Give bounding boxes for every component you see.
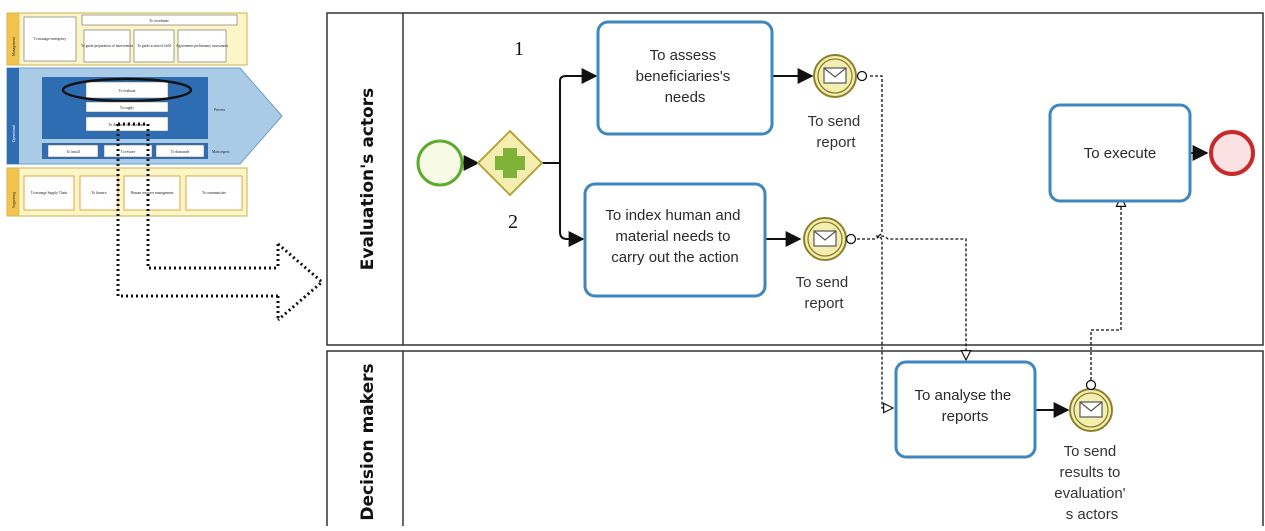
sequence-flows [463,68,1209,418]
flow-gateway-to-assess [541,68,598,164]
mini-label-supporting: Supporting [12,192,16,208]
mini-mgmt-left-box: To manage emergency [34,37,67,41]
svg-text:To send report: To send report [796,274,853,312]
task-execute[interactable]: To execute [1048,103,1192,203]
lane-label-decision-makers: Decision makers [358,363,378,520]
message-flow-send3-to-execute [1090,197,1121,385]
task-assess-line-1: To assess [650,47,717,64]
envelope-icon [813,230,837,247]
task-index-line-2: material needs to [615,228,730,245]
mini-op-bottom-dismantle: To dismantle [171,150,190,154]
task-analyse-line-1: To analyse the [915,387,1012,404]
message-flow-send1-to-analyse [870,75,893,408]
mini-supporting-band: Supporting To manage Supply Chain To fin… [6,167,248,217]
mini-sup-box-4: To communicate [202,191,226,195]
flow-gateway-to-index [559,163,585,247]
task-analyse-reports[interactable]: To analyse the reports [894,360,1037,459]
mini-mgmt-header: To coordinate [149,19,169,23]
lane-decision-makers [326,350,1264,531]
mini-process-map: Management To manage emergency To coordi… [6,12,325,322]
event-send3-line-2: results to [1059,464,1120,481]
mini-mgmt-box-1: To guide preparation of intervention [81,44,133,48]
mini-label-operational: Operational [12,125,16,142]
envelope-icon [1079,401,1103,418]
event-send3-line-4: s actors [1066,506,1119,523]
lane-label-evaluation-actors: Evaluation's actors [358,88,378,270]
event-send2-line-1: To send [796,274,849,291]
mini-management-band: Management To manage emergency To coordi… [6,12,248,66]
mini-sup-box-2: To finance [91,191,107,195]
message-event-send-results[interactable]: To send results to evaluation' s actors [1054,379,1129,524]
mini-op-bottom-restore: To restore [121,150,136,154]
message-flow-send2-to-analyse [857,235,966,360]
mini-op-box-evaluate: To evaluate [119,89,136,93]
mini-operational-band: Operational To evaluate To supply To dis… [6,67,283,165]
task-analyse-line-2: reports [942,408,989,425]
mini-sup-box-1: To manage Supply Chain [31,191,68,195]
mini-label-management: Management [12,37,16,56]
svg-text:To index human and mater: To index human and material needs to car… [605,207,744,266]
event-send3-line-3: evaluation' [1054,485,1125,502]
message-event-send-report-1[interactable]: To send report [808,54,868,151]
mini-op-bottom-install: To install [66,150,79,154]
event-send2-line-2: report [804,295,844,312]
mini-op-box-dispatch: To dispatch the assistance [108,123,146,127]
task-index-line-3: carry out the action [611,249,739,266]
mini-op-right-label-1: Process [214,108,226,112]
mini-highlight-ellipse [61,77,193,103]
task-assess-needs[interactable]: To assess beneficiaries's needs [596,20,774,136]
task-assess-line-3: needs [665,89,706,106]
message-event-send-report-2[interactable]: To send report [796,217,857,312]
message-flows [857,75,1121,408]
end-event[interactable] [1209,130,1255,176]
start-event[interactable] [416,139,464,187]
task-execute-label: To execute [1084,145,1157,162]
task-assess-line-2: beneficiaries's [636,68,731,85]
parallel-gateway[interactable] [476,129,544,197]
task-index-needs[interactable]: To index human and material needs to car… [583,182,767,298]
mini-mgmt-box-3: Agreements preliminary assessment [176,44,228,48]
mini-op-box-supply: To supply [120,106,134,110]
pool: Evaluation's actors Decision makers [326,12,1264,531]
svg-text:To analyse the reports: To analyse the reports [915,387,1016,425]
mini-to-detail-arrow [116,122,325,322]
event-send1-line-2: report [816,134,856,151]
start-event-circle[interactable] [416,139,464,187]
task-index-line-1: To index human and [605,207,740,224]
mini-sup-box-3: Human resource management [131,191,174,195]
mini-op-right-label-2: Main aspect [212,150,229,154]
branch-label-1: 1 [514,38,524,60]
event-send1-line-1: To send [808,113,861,130]
plus-icon [495,148,525,178]
branch-label-2: 2 [508,211,518,233]
svg-text:To send results to: To send results to evaluation' s actors [1054,443,1129,523]
mini-mgmt-box-2: To guide action of field [137,44,171,48]
svg-text:To assess beneficiaries': To assess beneficiaries's needs [636,47,735,106]
envelope-icon [823,67,847,84]
event-send3-line-1: To send [1064,443,1117,460]
svg-text:To send report: To send report [808,113,865,151]
